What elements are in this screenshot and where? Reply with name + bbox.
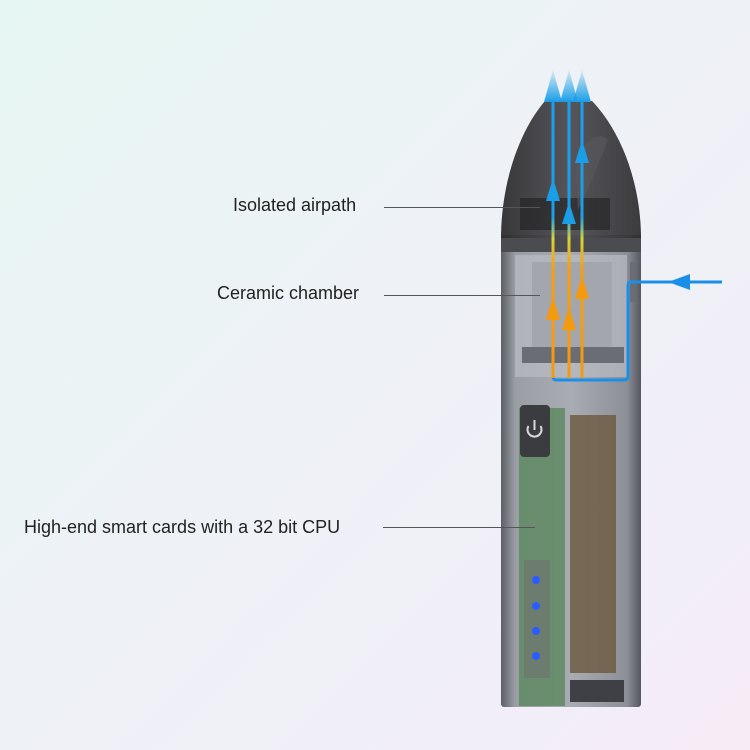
flow-arrowhead <box>575 275 589 299</box>
ceramic-chamber <box>532 262 612 350</box>
cap-inner-seal <box>520 198 610 230</box>
battery-leds <box>532 576 540 660</box>
air-inlet-path <box>551 280 722 382</box>
led-indicator <box>532 602 540 610</box>
cap-joint <box>501 238 641 252</box>
vapor-plume <box>573 70 591 102</box>
callout-ceramic-chamber: Ceramic chamber <box>217 283 360 303</box>
battery-base <box>570 680 624 702</box>
leader-line-smart-card <box>383 527 535 528</box>
chamber-base <box>522 347 624 363</box>
flow-line <box>567 100 571 378</box>
flow-arrowhead <box>546 178 560 201</box>
flow-arrowhead <box>562 306 576 330</box>
vapor-plume <box>544 70 562 102</box>
flow-line <box>580 100 584 378</box>
led-indicator <box>532 652 540 660</box>
vapor-plume <box>560 70 578 102</box>
battery <box>570 415 616 673</box>
power-button[interactable] <box>520 405 550 457</box>
leader-line-airpath <box>384 207 540 208</box>
flow-arrowhead <box>562 202 576 224</box>
led-indicator <box>532 576 540 584</box>
led-indicator <box>532 627 540 635</box>
inlet-arrowhead <box>668 274 690 290</box>
leader-line-chamber <box>384 295 540 296</box>
flow-line <box>551 100 555 378</box>
callout-smart-card: High-end smart cards with a 32 bit CPU <box>24 517 341 537</box>
flow-arrowhead <box>546 296 560 320</box>
airflow-paths <box>544 70 722 382</box>
power-icon <box>526 420 543 438</box>
flow-arrowhead <box>575 140 589 163</box>
callout-isolated-airpath: Isolated airpath <box>233 195 357 215</box>
